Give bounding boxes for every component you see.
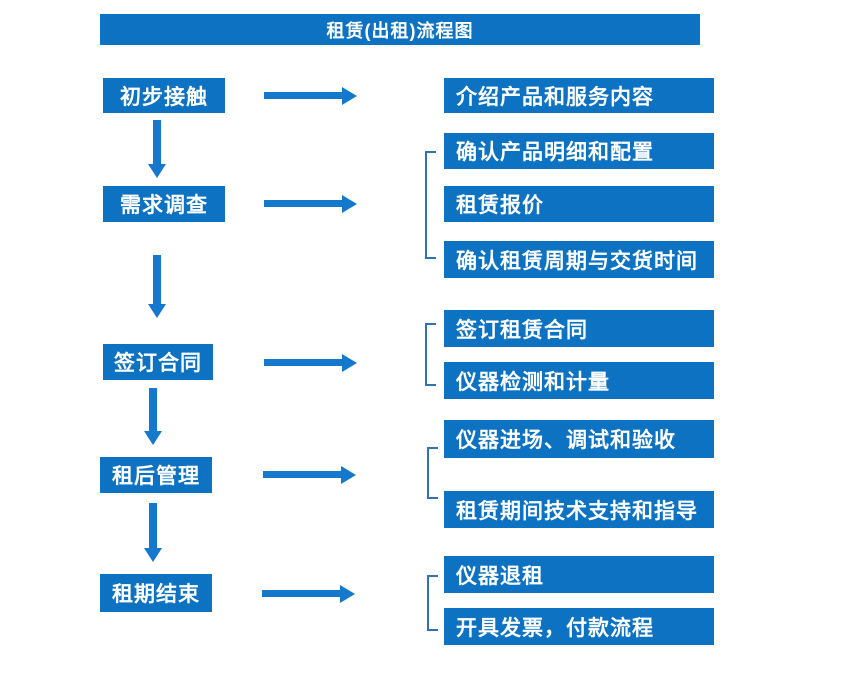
diagram-title: 租赁(出租)流程图 bbox=[100, 14, 700, 45]
step-box-initial-contact: 初步接触 bbox=[103, 78, 225, 113]
right-arrow-icon bbox=[264, 92, 342, 99]
right-arrow-icon bbox=[264, 359, 342, 366]
output-box-confirm-rental-period: 确认租赁周期与交货时间 bbox=[444, 241, 714, 278]
bracket-connector bbox=[427, 575, 438, 631]
output-box-rental-quotation: 租赁报价 bbox=[444, 186, 714, 222]
down-arrow-icon bbox=[153, 120, 161, 164]
right-arrow-icon bbox=[262, 590, 340, 597]
output-box-sign-rental-contract: 签订租赁合同 bbox=[444, 310, 714, 347]
output-box-technical-support: 租赁期间技术支持和指导 bbox=[444, 491, 714, 528]
output-box-confirm-product-details: 确认产品明细和配置 bbox=[444, 133, 714, 169]
output-box-invoice-payment: 开具发票，付款流程 bbox=[444, 608, 714, 645]
output-box-introduce-products: 介绍产品和服务内容 bbox=[444, 78, 714, 113]
step-box-sign-contract: 签订合同 bbox=[103, 344, 213, 380]
output-box-instrument-return: 仪器退租 bbox=[444, 556, 714, 593]
bracket-connector bbox=[427, 447, 438, 499]
right-arrow-icon bbox=[263, 471, 341, 478]
right-arrow-icon bbox=[264, 200, 342, 207]
step-box-demand-survey: 需求调查 bbox=[103, 186, 225, 222]
down-arrow-icon bbox=[149, 388, 157, 431]
step-box-post-rental-management: 租后管理 bbox=[100, 457, 212, 493]
output-box-instrument-entry: 仪器进场、调试和验收 bbox=[444, 420, 714, 458]
down-arrow-icon bbox=[149, 503, 157, 548]
output-box-instrument-testing: 仪器检测和计量 bbox=[444, 362, 714, 399]
bracket-connector bbox=[425, 323, 436, 386]
bracket-connector bbox=[425, 151, 436, 259]
down-arrow-icon bbox=[153, 255, 161, 304]
step-box-lease-end: 租期结束 bbox=[100, 574, 212, 612]
